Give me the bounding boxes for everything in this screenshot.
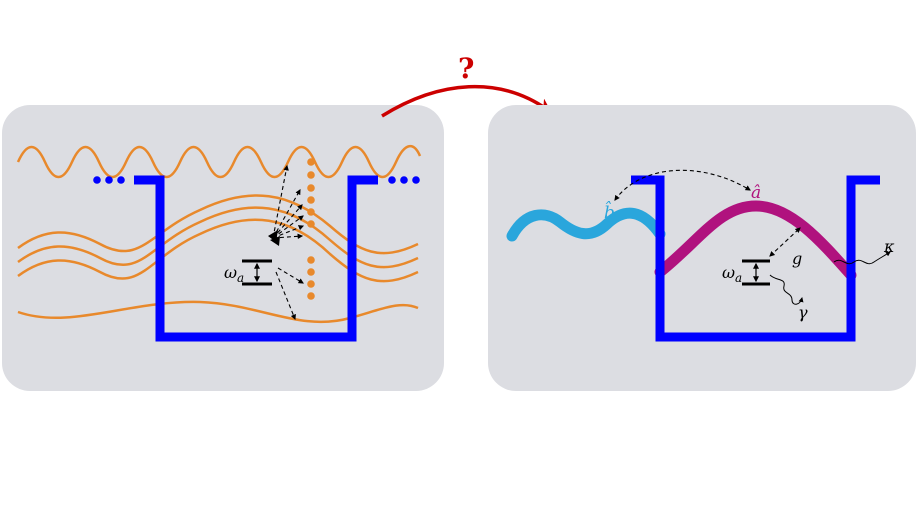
kappa-leakage-arrow <box>833 251 891 265</box>
left-panel: ωa <box>2 105 444 391</box>
transition-arrow <box>381 85 552 118</box>
right-cavity-mirror <box>631 175 880 342</box>
gamma-decay-arrow <box>769 274 804 305</box>
emitter-fan-arrowheads <box>268 230 280 246</box>
a-mode-arc <box>654 200 857 281</box>
gamma-label: γ <box>798 303 808 322</box>
coupling-arrows-left <box>272 164 305 321</box>
two-level-emitter-left <box>242 259 272 286</box>
kappa-label: κ <box>883 237 895 256</box>
omega-a-label-right: ωa <box>722 263 742 285</box>
a-hat-label: â <box>751 183 761 203</box>
mirror-continuation-dots-right <box>388 176 420 184</box>
b-hat-label: b̂ <box>604 201 615 223</box>
right-panel-background <box>488 105 916 391</box>
mode-continuum-dots <box>307 158 315 300</box>
mirror-continuation-dots-left <box>93 176 125 184</box>
free-space-mode-top <box>16 145 422 179</box>
two-level-emitter-right <box>742 259 770 286</box>
omega-a-label-left: ωa <box>224 263 244 285</box>
b-mode-wave <box>506 207 666 242</box>
b-a-coupling-arrow <box>614 169 751 201</box>
right-panel: b̂ â ωa g γ κ <box>488 105 916 391</box>
left-cavity-mirror <box>134 175 378 342</box>
g-label: g <box>792 249 802 268</box>
low-frequency-mode <box>17 300 419 324</box>
question-mark: ? <box>458 52 474 85</box>
